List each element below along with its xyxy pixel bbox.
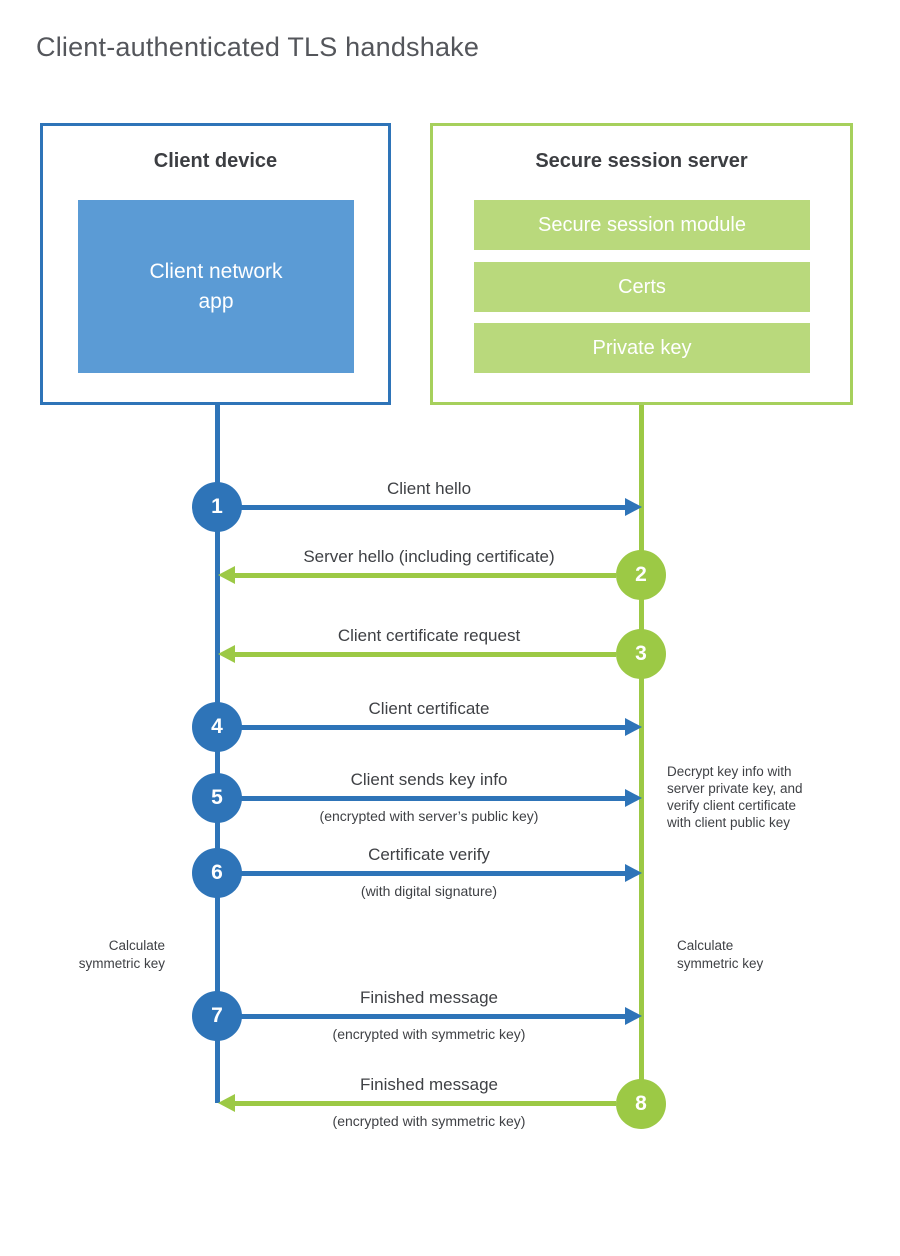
- arrowhead-right-icon: [625, 1007, 642, 1025]
- arrow-shaft-step-3: [234, 652, 616, 657]
- step-7-badge: 7: [192, 991, 242, 1041]
- step-6-badge: 6: [192, 848, 242, 898]
- step-1-badge: 1: [192, 482, 242, 532]
- arrowhead-left-icon: [218, 1094, 235, 1112]
- page-title: Client-authenticated TLS handshake: [36, 32, 480, 62]
- arrowhead-left-icon: [218, 645, 235, 663]
- note-calculate-symmetric-key-client: Calculate symmetric key: [78, 938, 165, 971]
- server-module-private-key: Private key: [474, 323, 810, 373]
- arrow-shaft-step-6: [240, 871, 625, 876]
- message-label-client-certificate: Client certificate: [368, 699, 490, 718]
- message-sublabel-step-7: (encrypted with symmetric key): [332, 1026, 526, 1042]
- message-sublabel-step-8: (encrypted with symmetric key): [332, 1113, 526, 1129]
- arrowhead-right-icon: [625, 718, 642, 736]
- server-lifeline: [639, 405, 644, 1105]
- arrow-shaft-step-4: [240, 725, 625, 730]
- arrowhead-left-icon: [218, 566, 235, 584]
- message-label-client-cert-request: Client certificate request: [337, 626, 521, 645]
- arrow-shaft-step-7: [240, 1014, 625, 1019]
- arrow-shaft-step-5: [240, 796, 625, 801]
- client-device-box: Client device Client network app: [40, 123, 391, 405]
- step-5-badge: 5: [192, 773, 242, 823]
- message-label-client-hello: Client hello: [386, 479, 472, 498]
- step-2-badge: 2: [616, 550, 666, 600]
- arrowhead-right-icon: [625, 789, 642, 807]
- server-module-secure-session: Secure session module: [474, 200, 810, 250]
- arrow-shaft-step-1: [240, 505, 625, 510]
- secure-session-server-box: Secure session server Secure session mod…: [430, 123, 853, 405]
- message-sublabel-step-6: (with digital signature): [360, 883, 498, 899]
- message-label-server-hello: Server hello (including certificate): [303, 547, 555, 566]
- arrow-shaft-step-2: [234, 573, 616, 578]
- note-decrypt-key-info: Decrypt key info with server private key…: [667, 764, 803, 830]
- client-device-title: Client device: [153, 150, 278, 172]
- message-sublabel-step-5: (encrypted with server’s public key): [319, 808, 539, 824]
- note-calculate-symmetric-key-server: Calculate symmetric key: [677, 938, 764, 971]
- client-lifeline: [215, 405, 220, 1103]
- step-8-badge: 8: [616, 1079, 666, 1129]
- message-label-finished-client: Finished message: [360, 988, 498, 1007]
- arrow-shaft-step-8: [234, 1101, 616, 1106]
- step-4-badge: 4: [192, 702, 242, 752]
- secure-session-server-title: Secure session server: [535, 150, 748, 172]
- message-label-certificate-verify: Certificate verify: [368, 845, 490, 864]
- arrowhead-right-icon: [625, 498, 642, 516]
- message-label-client-key-info: Client sends key info: [350, 770, 508, 789]
- arrowhead-right-icon: [625, 864, 642, 882]
- server-module-certs: Certs: [474, 262, 810, 312]
- client-network-app-block: Client network app: [78, 200, 354, 373]
- step-3-badge: 3: [616, 629, 666, 679]
- message-label-finished-server: Finished message: [360, 1075, 498, 1094]
